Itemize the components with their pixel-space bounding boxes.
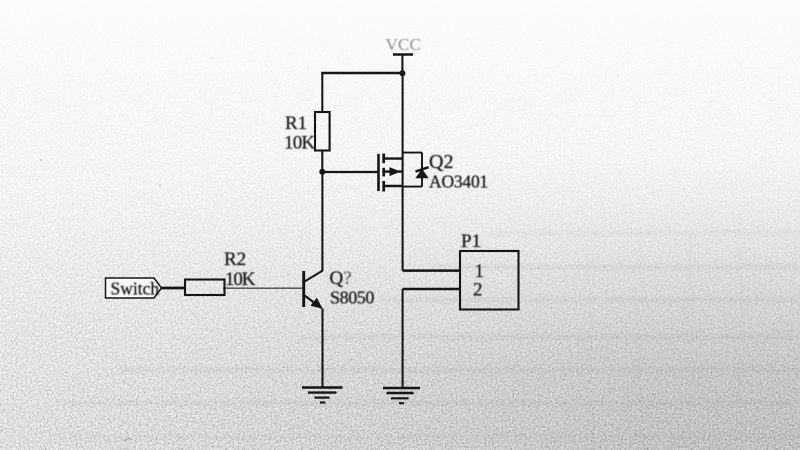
svg-text:2: 2: [473, 280, 483, 301]
svg-text:S8050: S8050: [330, 288, 374, 308]
svg-text:Switch: Switch: [111, 279, 160, 299]
svg-text:R1: R1: [285, 113, 307, 134]
svg-text:Q2: Q2: [429, 151, 453, 173]
svg-text:Q?: Q?: [330, 268, 352, 289]
svg-text:10K: 10K: [225, 269, 256, 290]
svg-text:R2: R2: [224, 249, 246, 270]
svg-text:P1: P1: [461, 231, 481, 252]
svg-text:AO3401: AO3401: [429, 172, 488, 192]
svg-text:VCC: VCC: [386, 35, 422, 54]
svg-text:10K: 10K: [284, 133, 315, 154]
svg-text:1: 1: [475, 261, 485, 282]
